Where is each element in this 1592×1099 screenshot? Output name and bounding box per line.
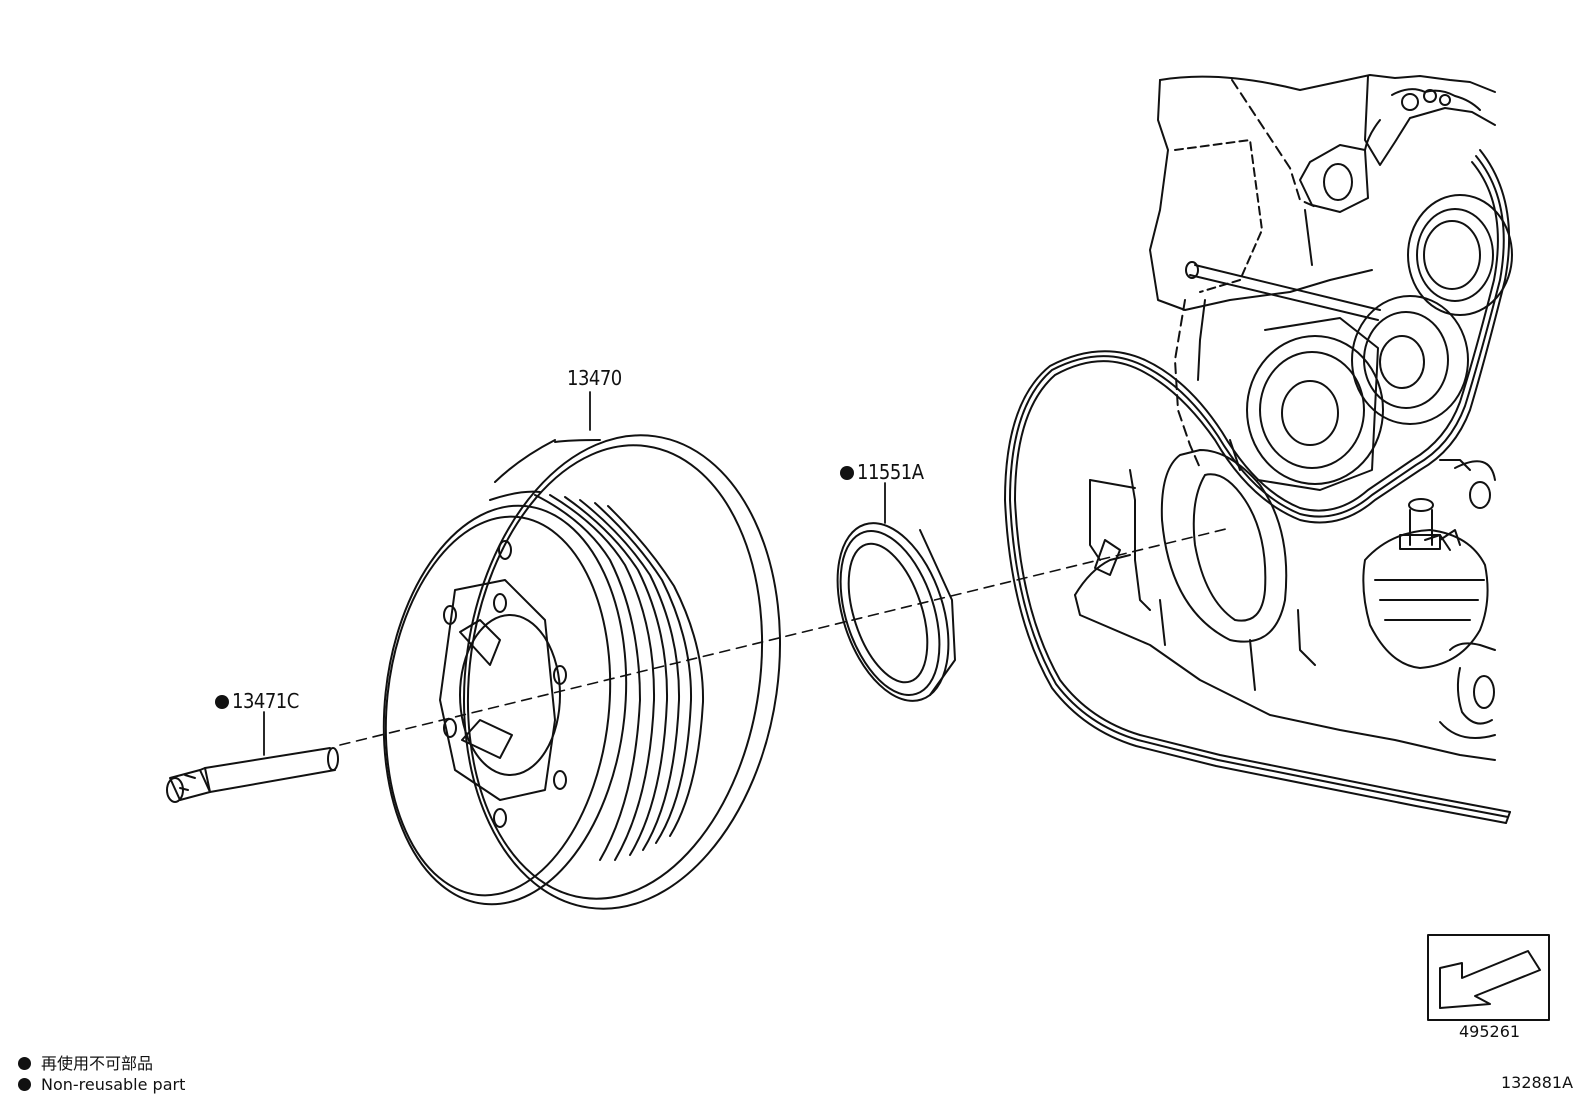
vacuum-pump [1362,498,1489,669]
oil-seal [836,522,956,702]
assembly-center-line [339,527,1231,746]
engine-block [1074,74,1496,761]
part-label-bolt: 13471C [215,689,299,713]
non-reusable-marker-icon [215,695,229,709]
reference-code: 495261 [1459,1022,1521,1041]
leader-lines [263,391,886,756]
filled-circle-icon [18,1078,31,1091]
non-reusable-marker-icon [840,466,854,480]
part-number-seal: 11551A [857,460,924,484]
legend-text-jp: 再使用不可部品 [41,1054,154,1073]
idler-pulleys [1246,194,1513,491]
part-label-pulley: 13470 [567,366,622,390]
legend-text-en: Non-reusable part [41,1075,186,1094]
part-number-bolt: 13471C [232,689,299,713]
drive-belt [1004,149,1511,824]
front-direction-arrow-icon [1439,950,1541,1009]
crankshaft-pulley [382,434,781,910]
legend-english: Non-reusable part [18,1075,185,1094]
filled-circle-icon [18,1057,31,1070]
pulley-bolt [166,747,339,803]
reference-box [1427,934,1550,1021]
legend-japanese: 再使用不可部品 [18,1050,153,1074]
figure-code: 132881A [1501,1073,1574,1092]
part-label-seal: 11551A [840,460,924,484]
